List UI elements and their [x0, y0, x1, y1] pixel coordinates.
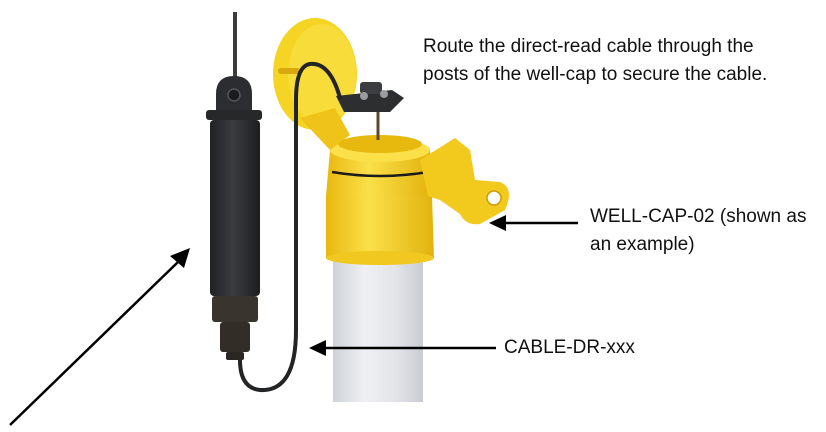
wellcap-callout: WELL-CAP-02 (shown as an example)	[590, 203, 806, 259]
direct-read-cable	[238, 61, 342, 393]
wellcap-callout-line-2: an example)	[590, 234, 695, 255]
well-pipe	[333, 250, 423, 402]
arrow-to-wellcap	[489, 215, 578, 231]
instruction-line-1: Route the direct-read cable through the	[423, 36, 754, 57]
instruction-text: Route the direct-read cable through the …	[423, 33, 767, 89]
arrow-to-logger	[9, 248, 190, 426]
arrow-to-cable	[309, 340, 496, 356]
instruction-line-2: posts of the well-cap to secure the cabl…	[423, 64, 768, 85]
data-logger	[206, 76, 262, 360]
wellcap-callout-line-1: WELL-CAP-02 (shown as	[590, 206, 807, 227]
cable-callout: CABLE-DR-xxx	[504, 337, 635, 358]
